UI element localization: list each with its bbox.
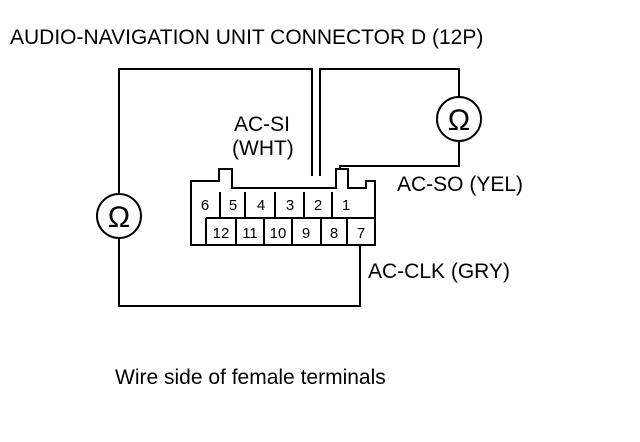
pin-2: 2 [314,197,322,214]
label-ac-si: AC-SI [234,113,290,136]
pin-11: 11 [242,225,258,242]
wire-left-top [118,68,313,193]
ohmmeter-right: Ω [436,96,482,142]
pin-6: 6 [201,197,209,214]
label-ac-clk: AC-CLK (GRY) [368,260,510,283]
pin-10: 10 [270,225,287,242]
ohm-symbol-right: Ω [448,104,470,137]
label-ac-so: AC-SO (YEL) [397,173,523,196]
wire-right-top [319,68,460,176]
ohm-symbol-left: Ω [108,201,130,234]
wire-left-bottom [118,238,361,307]
pin-8: 8 [330,225,338,242]
pin-5: 5 [229,197,237,214]
connector-d-12p: 6 5 4 3 2 1 12 11 10 9 8 7 [190,168,376,246]
pin-4: 4 [257,197,265,214]
ohmmeter-left: Ω [96,193,142,239]
pin-12: 12 [213,225,230,242]
ohm-icon [96,193,142,239]
pin-7: 7 [357,225,365,242]
caption: Wire side of female terminals [115,366,386,389]
diagram-title: AUDIO-NAVIGATION UNIT CONNECTOR D (12P) [10,26,483,49]
pin-1: 1 [342,197,350,214]
pin-9: 9 [302,225,310,242]
pin-3: 3 [286,197,294,214]
ohm-icon [436,96,482,142]
label-ac-si-color: (WHT) [232,137,294,160]
